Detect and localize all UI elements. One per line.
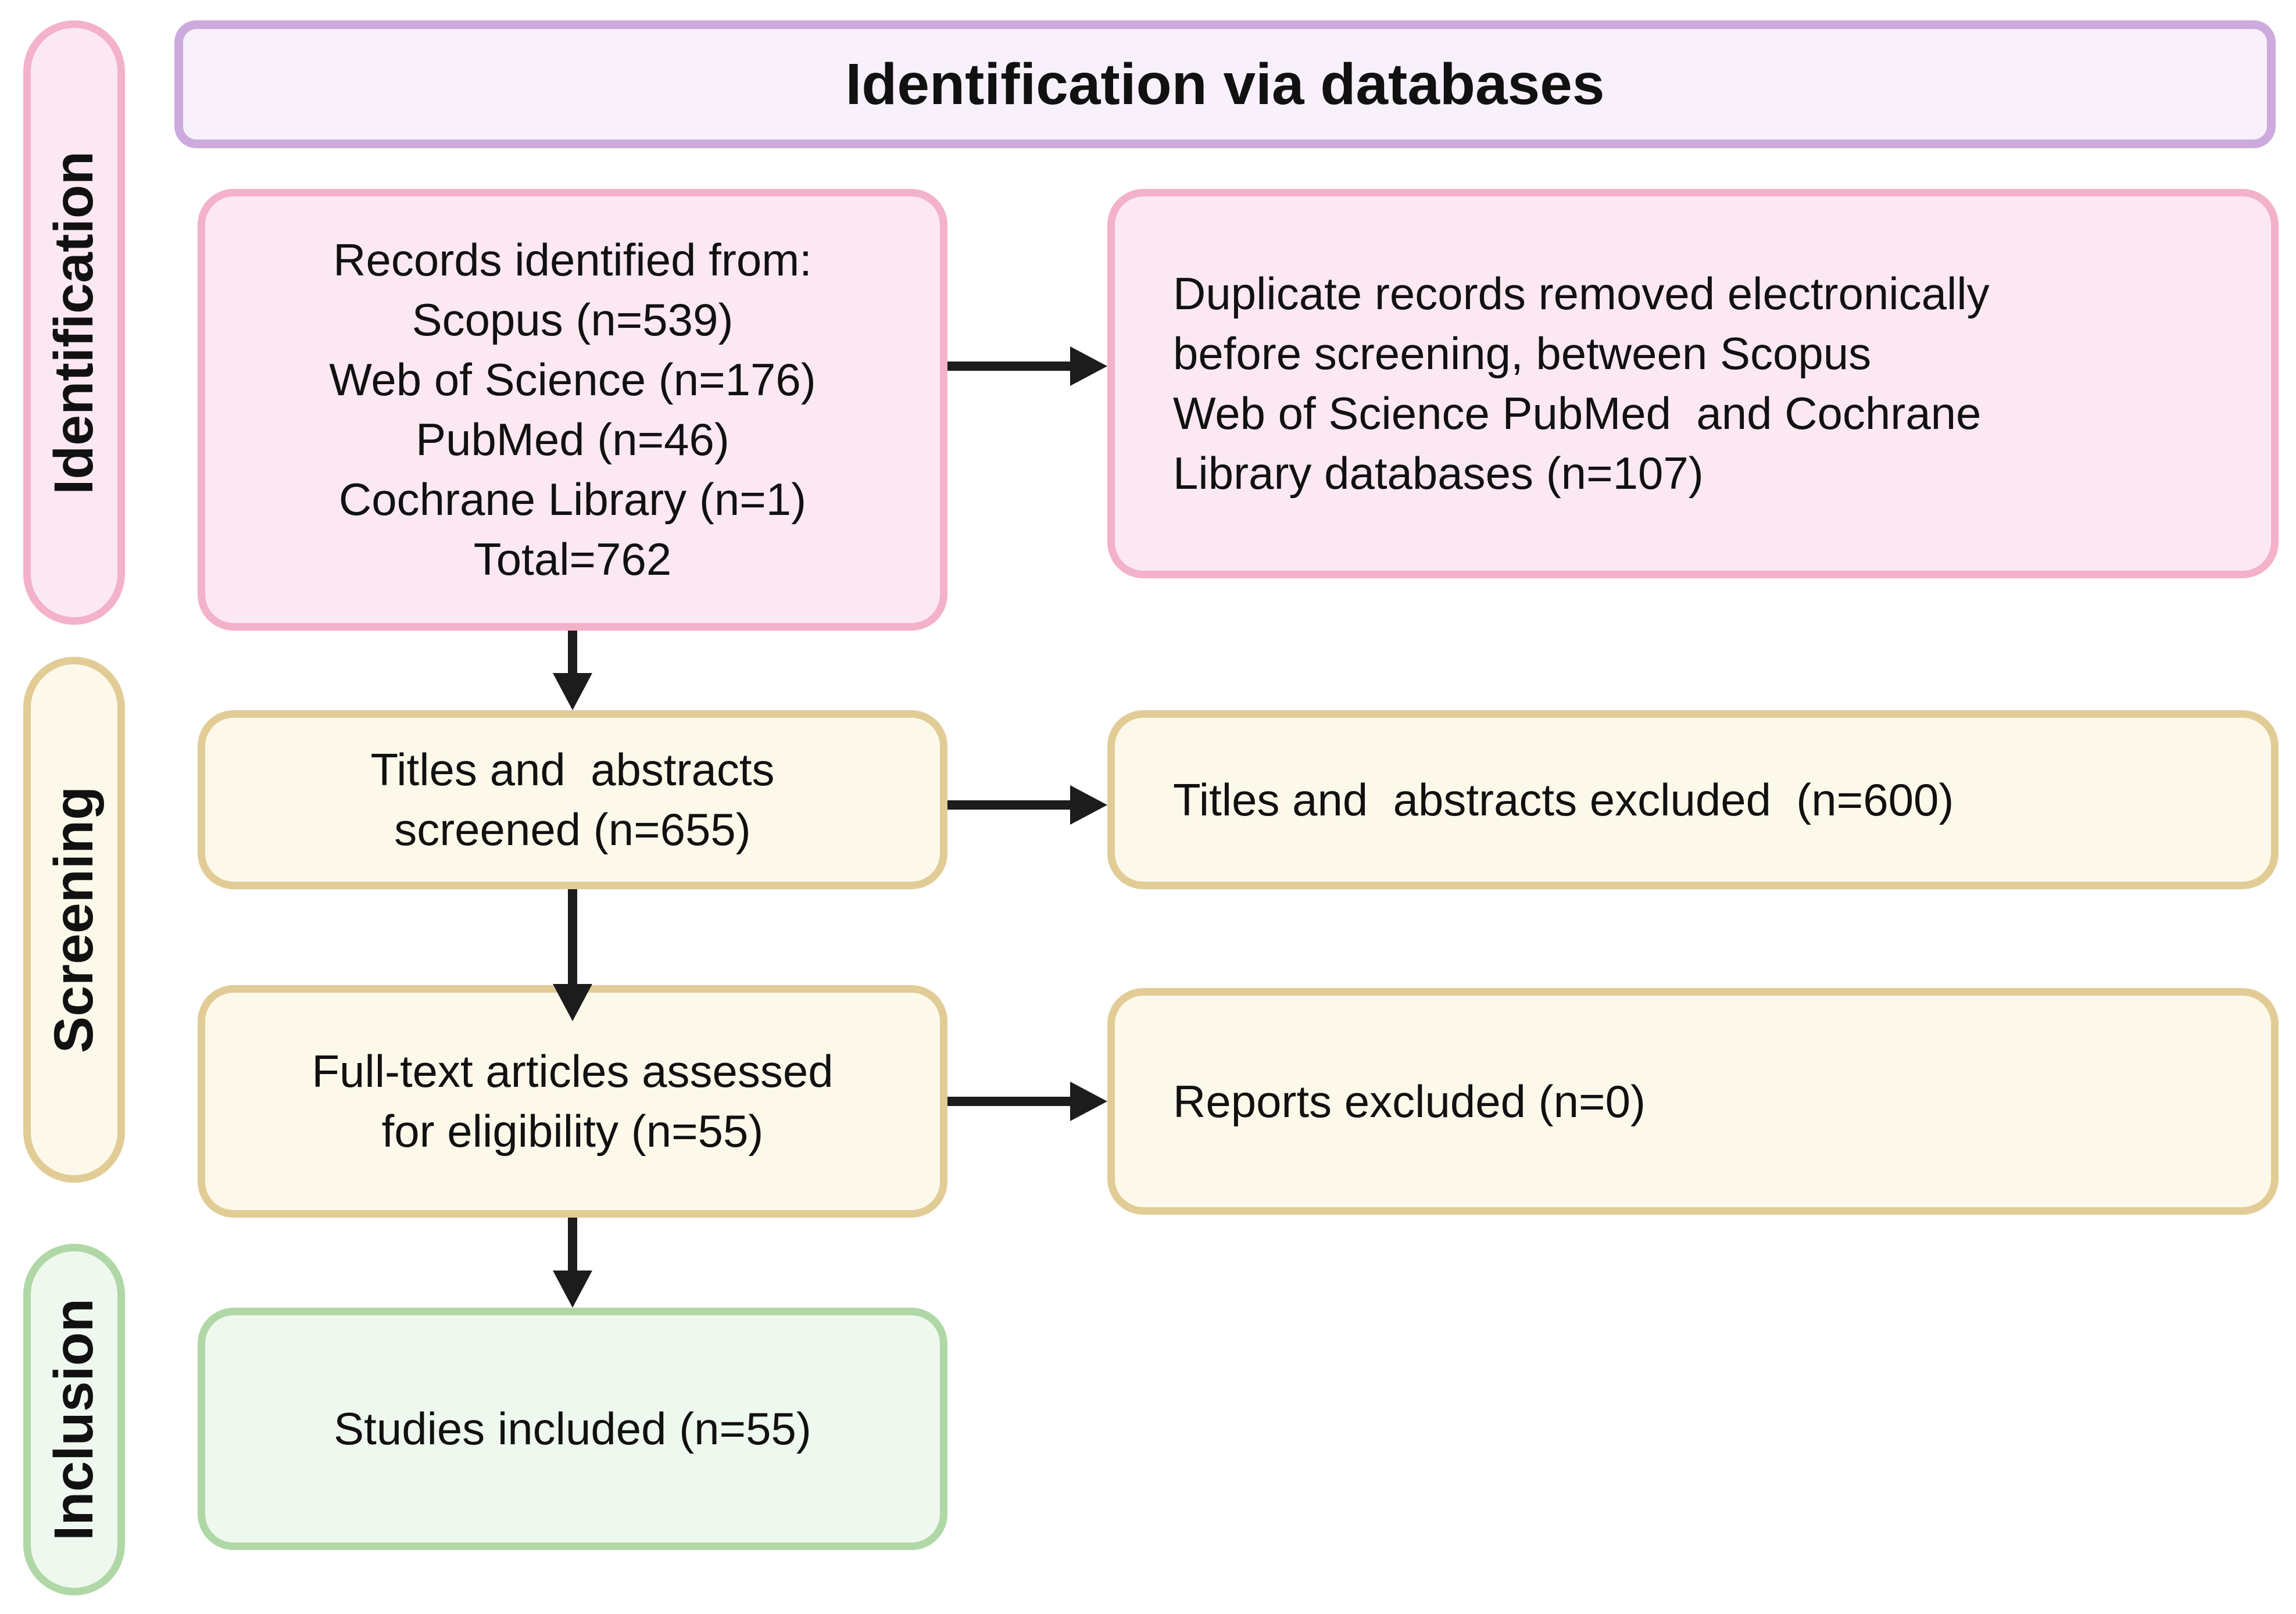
banner-identification-via-databases: Identification via databases bbox=[174, 20, 2276, 148]
box-records-identified: Records identified from: Scopus (n=539) … bbox=[198, 189, 947, 631]
duplicates-line-1: Duplicate records removed electronically bbox=[1173, 268, 1990, 320]
records-line-3: Web of Science (n=176) bbox=[329, 354, 816, 406]
box-duplicates-removed: Duplicate records removed electronically… bbox=[1107, 189, 2279, 578]
arrow-shaft bbox=[947, 1097, 1071, 1106]
records-line-4: PubMed (n=46) bbox=[416, 414, 729, 465]
box-studies-included: Studies included (n=55) bbox=[198, 1308, 947, 1550]
stage-pill-identification: Identification bbox=[23, 20, 125, 625]
arrow-right-head-icon bbox=[1070, 1082, 1107, 1121]
records-line-5: Cochrane Library (n=1) bbox=[338, 473, 807, 525]
records-line-6: Total=762 bbox=[473, 533, 672, 585]
stage-label-identification: Identification bbox=[43, 151, 105, 495]
arrow-shaft bbox=[947, 362, 1071, 371]
screened-line-2: screened (n=655) bbox=[394, 804, 751, 855]
titles-excluded-line-1: Titles and abstracts excluded (n=600) bbox=[1173, 774, 1954, 825]
arrow-down-head-icon bbox=[553, 984, 592, 1021]
arrow-right-head-icon bbox=[1070, 346, 1107, 386]
box-reports-excluded: Reports excluded (n=0) bbox=[1107, 988, 2279, 1215]
stage-pill-inclusion: Inclusion bbox=[23, 1244, 125, 1595]
duplicates-line-4: Library databases (n=107) bbox=[1173, 447, 1704, 499]
duplicates-line-2: before screening, between Scopus bbox=[1173, 328, 1872, 380]
stage-pill-screening: Screening bbox=[23, 657, 125, 1183]
duplicates-line-3: Web of Science PubMed and Cochrane bbox=[1173, 388, 1982, 439]
arrow-shaft bbox=[568, 889, 577, 985]
stage-label-inclusion: Inclusion bbox=[43, 1298, 105, 1541]
fulltext-line-1: Full-text articles assessed bbox=[312, 1046, 834, 1097]
included-line-1: Studies included (n=55) bbox=[334, 1403, 811, 1455]
reports-excluded-line-1: Reports excluded (n=0) bbox=[1173, 1075, 1646, 1127]
arrow-down-head-icon bbox=[553, 673, 592, 710]
box-fulltext-assessed: Full-text articles assessed for eligibil… bbox=[198, 985, 947, 1218]
banner-title: Identification via databases bbox=[845, 51, 1605, 117]
records-line-1: Records identified from: bbox=[333, 234, 812, 286]
arrow-shaft bbox=[568, 631, 577, 674]
arrow-right-head-icon bbox=[1070, 785, 1107, 825]
arrow-shaft bbox=[568, 1218, 577, 1272]
arrow-down-head-icon bbox=[553, 1271, 592, 1308]
box-titles-abstracts-excluded: Titles and abstracts excluded (n=600) bbox=[1107, 710, 2279, 889]
records-line-2: Scopus (n=539) bbox=[412, 294, 734, 346]
arrow-shaft bbox=[947, 800, 1071, 810]
screened-line-1: Titles and abstracts bbox=[370, 744, 775, 796]
stage-label-screening: Screening bbox=[43, 786, 105, 1054]
fulltext-line-2: for eligibility (n=55) bbox=[381, 1105, 764, 1157]
box-titles-abstracts-screened: Titles and abstracts screened (n=655) bbox=[198, 710, 947, 889]
